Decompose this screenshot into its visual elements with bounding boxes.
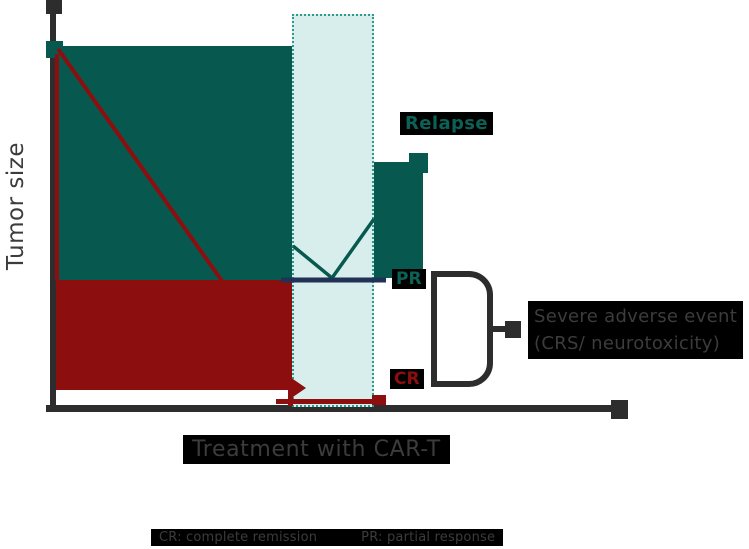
- adverse-event-window: [292, 14, 374, 407]
- x-axis-arrowhead: [611, 400, 628, 419]
- treatment-duration-end-cap: [372, 395, 386, 405]
- relapse-marker: [409, 153, 428, 173]
- y-axis-arrowhead: [46, 0, 62, 14]
- tumor-start-marker: [46, 41, 63, 58]
- x-axis-label: Treatment with CAR-T: [183, 435, 450, 464]
- x-axis-line: [46, 405, 612, 412]
- relapse-regrowth-area: [373, 162, 423, 278]
- initial-tumor-area: [55, 46, 293, 280]
- legend-cr: CR: complete remission: [159, 530, 318, 545]
- y-axis-label: Tumor size: [3, 142, 29, 270]
- legend-pr: PR: partial response: [361, 530, 496, 545]
- severe-adverse-event-label: Severe adverse event (CRS/ neurotoxicity…: [528, 301, 744, 359]
- bracket-pointer-square: [505, 321, 521, 338]
- severe-adverse-event-line1: Severe adverse event: [534, 306, 738, 327]
- residual-tumor-area: [56, 280, 293, 390]
- cr-label: CR: [390, 369, 424, 389]
- pr-label: PR: [392, 269, 426, 289]
- legend: CR: complete remission PR: partial respo…: [151, 529, 504, 546]
- y-axis-line: [50, 12, 56, 410]
- severe-adverse-event-line2: (CRS/ neurotoxicity): [534, 333, 721, 354]
- bracket-stem: [490, 326, 507, 332]
- relapse-label: Relapse: [400, 112, 493, 135]
- adverse-event-bracket: [431, 271, 493, 387]
